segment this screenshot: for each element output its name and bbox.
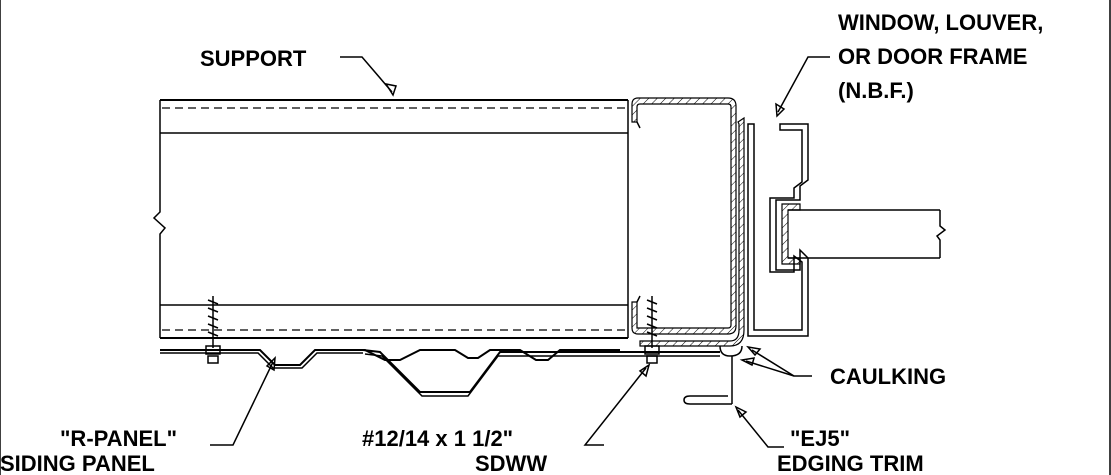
jamb-channel: [631, 97, 737, 335]
screw-right: [644, 296, 660, 364]
label-frame-line2: OR DOOR FRAME: [838, 44, 1027, 69]
label-frame-line3: (N.B.F.): [838, 78, 914, 103]
label-trim-line1: "EJ5": [790, 426, 850, 451]
label-screw-line2: SDWW: [475, 451, 547, 475]
label-frame-line1: WINDOW, LOUVER,: [838, 10, 1043, 35]
frame-profile: [747, 123, 947, 337]
leader-lines: [210, 56, 830, 448]
edging-trim: [639, 116, 745, 405]
r-panel-siding: [160, 349, 720, 397]
label-panel-line2: SIDING PANEL: [0, 451, 155, 475]
label-support: SUPPORT: [200, 46, 307, 71]
label-screw-line1: #12/14 x 1 1/2": [362, 426, 513, 451]
label-panel-line1: "R-PANEL": [60, 426, 177, 451]
screw-left: [205, 296, 221, 364]
label-caulking: CAULKING: [830, 364, 946, 389]
support-member: [152, 99, 629, 339]
label-trim-line2: EDGING TRIM: [777, 451, 924, 475]
